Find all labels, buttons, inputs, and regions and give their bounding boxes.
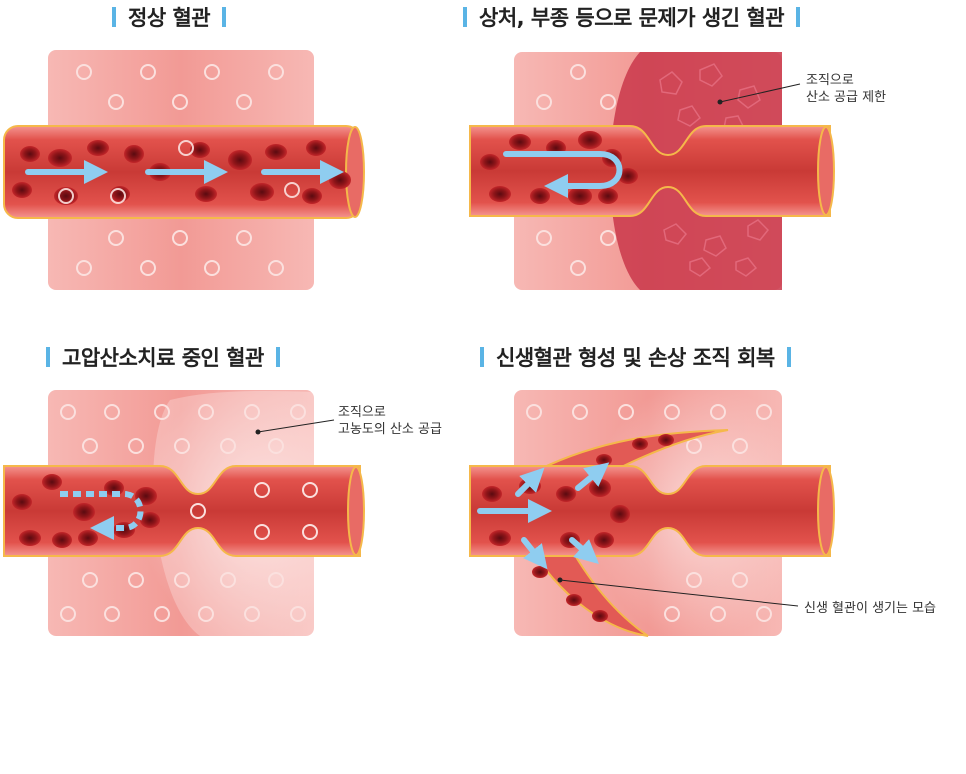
annotation-dot: [557, 577, 563, 583]
vessel-end: [817, 466, 835, 556]
title-bar-left: [480, 347, 484, 367]
title-bar-right: [796, 7, 801, 27]
annotation-line-1: 신생 혈관이 생기는 모습: [804, 601, 936, 616]
title-text: 상처, 부종 등으로 문제가 생긴 혈관: [479, 6, 785, 30]
annotation-dot: [255, 429, 261, 435]
vessel-end: [345, 126, 365, 218]
vessel-end: [817, 126, 835, 216]
red-blood-cells: [12, 474, 160, 548]
title-bar-left: [112, 7, 116, 27]
red-blood-cells: [480, 131, 638, 205]
tissue-dots: [60, 404, 306, 622]
red-blood-cells: [12, 140, 351, 205]
annotation-leader: [719, 83, 801, 103]
blocked-flow-arrow: [503, 151, 623, 198]
annotation-leader: [257, 419, 335, 433]
annotation-leader: [559, 579, 799, 607]
title-bar-right: [786, 347, 791, 367]
tissue-dots: [526, 404, 772, 622]
title-bar-left: [46, 347, 50, 367]
title-text: 고압산소치료 중인 혈관: [62, 346, 264, 370]
improving-flow-arrow: [60, 491, 144, 540]
panel-hbot-vessel: [3, 382, 365, 642]
panel-title-normal: 정상 혈관: [112, 2, 227, 32]
panel-title-damaged: 상처, 부종 등으로 문제가 생긴 혈관: [463, 2, 801, 32]
annotation-line-1: 조직으로: [338, 405, 386, 420]
panel-damaged-vessel: [469, 52, 835, 290]
panel-title-recovery: 신생혈관 형성 및 손상 조직 회복: [480, 342, 791, 372]
annotation-high-oxygen: 조직으로 고농도의 산소 공급: [338, 404, 442, 438]
annotation-oxygen-limited: 조직으로 산소 공급 제한: [806, 72, 886, 106]
annotation-line-1: 조직으로: [806, 73, 854, 88]
annotation-line-2: 산소 공급 제한: [806, 90, 887, 105]
panel-title-hbot: 고압산소치료 중인 혈관: [46, 342, 280, 372]
flow-arrows: [477, 462, 610, 570]
title-bar-right: [222, 7, 227, 27]
tissue-dots: [76, 64, 284, 276]
tissue-dots: [536, 64, 616, 276]
title-bar-left: [463, 7, 467, 27]
panel-recovery-vessel: [469, 382, 835, 642]
annotation-line-2: 고농도의 산소 공급: [338, 422, 442, 437]
title-text: 정상 혈관: [128, 6, 211, 30]
annotation-new-vessels: 신생 혈관이 생기는 모습: [804, 600, 936, 617]
vessel-dots: [190, 482, 318, 540]
title-bar-right: [275, 347, 280, 367]
vessel-dots: [58, 140, 300, 204]
annotation-dot: [717, 99, 723, 105]
title-text: 신생혈관 형성 및 손상 조직 회복: [496, 346, 775, 370]
panel-normal-vessel: [3, 50, 365, 290]
vessel-end: [347, 466, 365, 556]
